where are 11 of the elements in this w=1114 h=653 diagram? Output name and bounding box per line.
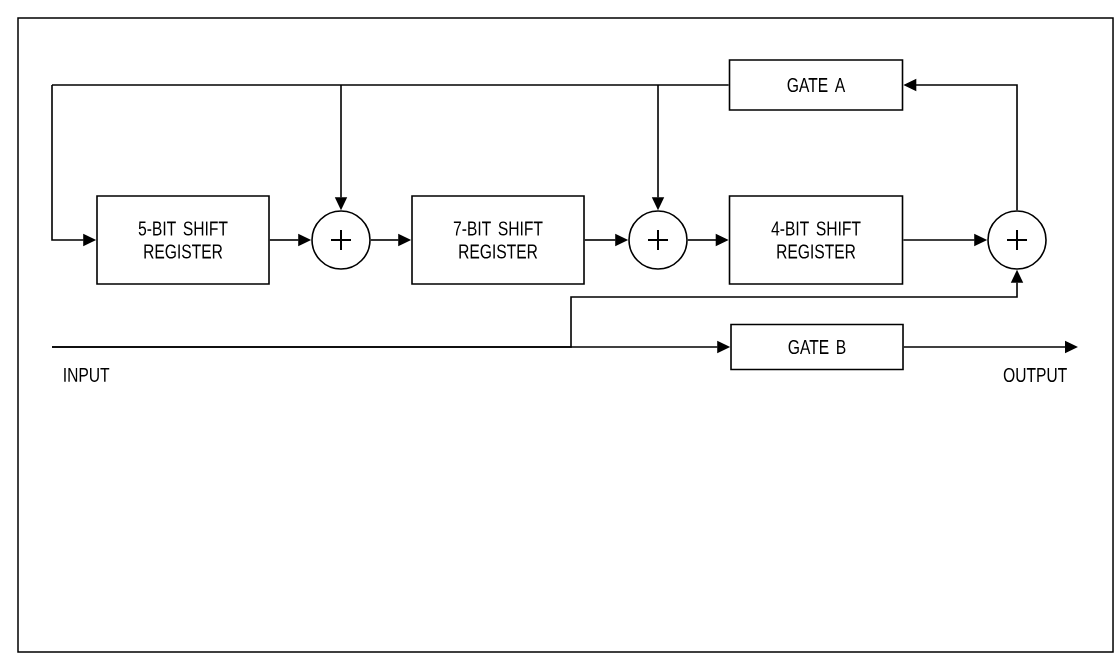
summing-junction: [628, 210, 688, 270]
io-label: OUTPUT: [1003, 367, 1067, 383]
connector-line: [51, 84, 730, 86]
register-box: 4-BIT SHIFT REGISTER: [728, 195, 904, 285]
gate-box: GATE B: [730, 323, 904, 371]
summing-junction: [987, 210, 1047, 270]
register-box: 5-BIT SHIFT REGISTER: [96, 195, 270, 285]
gate-box: GATE A: [728, 59, 904, 111]
io-label: INPUT: [64, 368, 110, 382]
summing-junction: [311, 210, 371, 270]
register-box: 7-BIT SHIFT REGISTER: [411, 195, 585, 285]
